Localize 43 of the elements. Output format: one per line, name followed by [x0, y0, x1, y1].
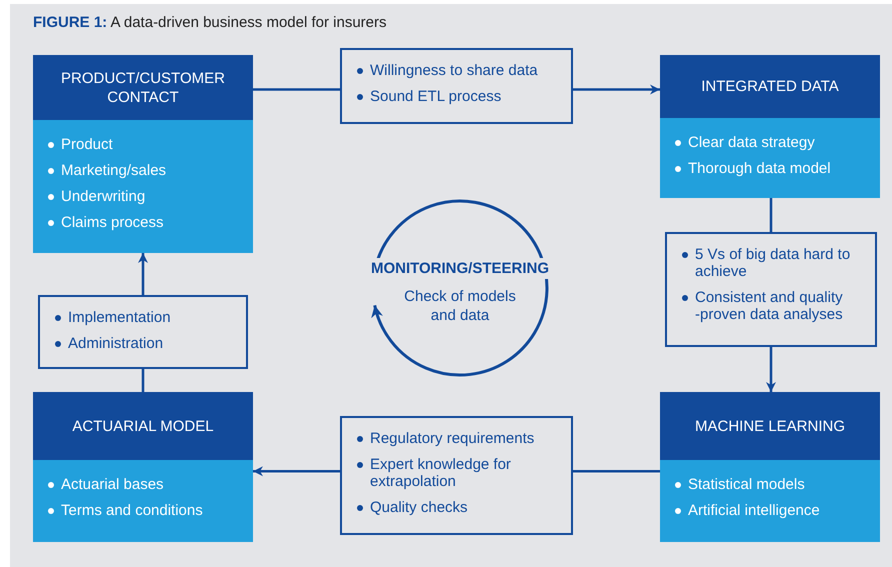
bullet-item: Willingness to share data: [356, 62, 557, 79]
connector-line: [770, 198, 772, 232]
bullet-item: Clear data strategy: [674, 134, 866, 151]
card-header: INTEGRATED DATA: [660, 55, 880, 118]
arrow: [253, 466, 340, 476]
connector-line: [573, 470, 660, 472]
process-card: [33, 392, 253, 542]
bullet-item: Quality checks: [356, 499, 557, 516]
arrow: [573, 84, 660, 94]
bullet-item: Artificial intelligence: [674, 502, 866, 519]
bullet-item: Product: [47, 136, 239, 153]
connector-line: [142, 369, 144, 392]
bullet-item: Regulatory requirements: [356, 430, 557, 447]
requirement-box: [38, 295, 248, 369]
bullet-item: 5 Vs of big data hard to achieve: [681, 246, 861, 280]
requirement-box: [665, 232, 877, 347]
requirement-box: [340, 48, 573, 124]
process-card: [33, 55, 253, 253]
bullet-item: Marketing/sales: [47, 162, 239, 179]
card-header: ACTUARIAL MODEL: [33, 392, 253, 460]
arrow: [766, 347, 776, 392]
bullet-item: Administration: [54, 335, 232, 352]
bullet-item: Expert knowledge for extrapolation: [356, 456, 557, 490]
bullet-item: Underwriting: [47, 188, 239, 205]
process-card: [660, 392, 880, 542]
cycle-description: Check of models and data: [403, 287, 517, 325]
requirement-box: [340, 416, 573, 535]
bullet-item: Sound ETL process: [356, 88, 557, 105]
figure-title: FIGURE 1: A data-driven business model for insurers: [33, 14, 386, 31]
bullet-item: Claims process: [47, 214, 239, 231]
bullet-item: Implementation: [54, 309, 232, 326]
cycle-arrow: [372, 200, 548, 376]
bullet-item: Consistent and quality -proven data analyses: [681, 289, 861, 323]
card-header: MACHINE LEARNING: [660, 392, 880, 460]
cycle-heading: MONITORING/STEERING: [370, 258, 550, 279]
card-header: PRODUCT/CUSTOMER CONTACT: [33, 55, 253, 120]
arrow: [138, 253, 148, 295]
connector-line: [253, 88, 340, 91]
bullet-item: Statistical models: [674, 476, 866, 493]
bullet-item: Actuarial bases: [47, 476, 239, 493]
bullet-item: Terms and conditions: [47, 502, 239, 519]
bullet-item: Thorough data model: [674, 160, 866, 177]
process-card: [660, 55, 880, 198]
